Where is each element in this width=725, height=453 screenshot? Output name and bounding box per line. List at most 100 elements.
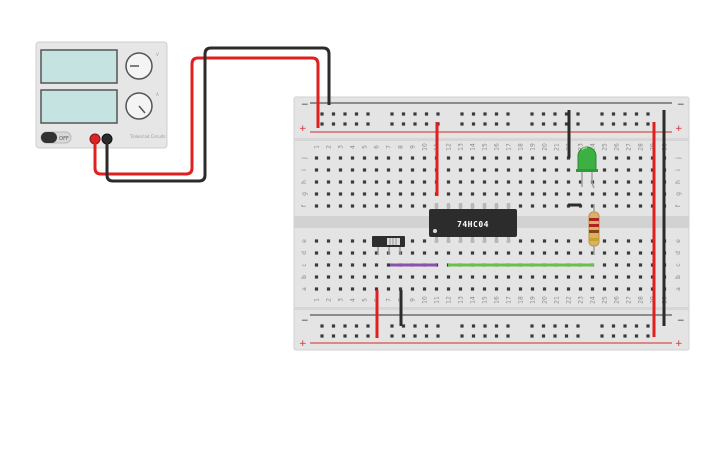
hole-h7[interactable] bbox=[386, 180, 391, 184]
hole-f3[interactable] bbox=[338, 204, 343, 208]
switch-slider[interactable] bbox=[387, 238, 400, 245]
hole-g19[interactable] bbox=[530, 192, 535, 196]
power-switch-knob[interactable] bbox=[41, 132, 57, 143]
hole-b15[interactable] bbox=[482, 275, 487, 279]
hole-i10[interactable] bbox=[422, 168, 427, 172]
hole-e19[interactable] bbox=[530, 239, 535, 243]
hole-h14[interactable] bbox=[470, 180, 475, 184]
rail-hole-bottom-minus[interactable] bbox=[611, 324, 616, 328]
hole-h28[interactable] bbox=[638, 180, 643, 184]
hole-i5[interactable] bbox=[362, 168, 367, 172]
slide-switch[interactable] bbox=[372, 236, 405, 255]
rail-hole-top-minus[interactable] bbox=[576, 112, 580, 116]
rail-hole-top-plus[interactable] bbox=[331, 122, 336, 126]
hole-j10[interactable] bbox=[422, 156, 427, 160]
hole-a27[interactable] bbox=[626, 287, 631, 291]
rail-hole-bottom-minus[interactable] bbox=[623, 324, 627, 328]
hole-g8[interactable] bbox=[398, 192, 403, 196]
hole-a3[interactable] bbox=[338, 287, 343, 291]
ic-74hc04[interactable]: 74HC04 bbox=[429, 203, 517, 243]
hole-j21[interactable] bbox=[554, 156, 559, 160]
hole-j20[interactable] bbox=[542, 156, 547, 160]
hole-h9[interactable] bbox=[410, 180, 415, 184]
rail-hole-top-plus[interactable] bbox=[483, 122, 487, 126]
rail-hole-top-plus[interactable] bbox=[320, 122, 324, 126]
hole-f7[interactable] bbox=[386, 204, 391, 208]
hole-b12[interactable] bbox=[446, 275, 451, 279]
hole-b14[interactable] bbox=[470, 275, 475, 279]
wires[interactable] bbox=[93, 46, 666, 338]
hole-g2[interactable] bbox=[326, 192, 331, 196]
hole-a8[interactable] bbox=[398, 287, 403, 291]
hole-i25[interactable] bbox=[602, 168, 607, 172]
rail-hole-top-plus[interactable] bbox=[460, 122, 464, 126]
rail-hole-top-plus[interactable] bbox=[354, 122, 359, 126]
hole-j16[interactable] bbox=[494, 156, 499, 160]
rail-hole-top-plus[interactable] bbox=[390, 122, 394, 126]
hole-h19[interactable] bbox=[530, 180, 535, 184]
hole-d6[interactable] bbox=[374, 251, 379, 255]
hole-h20[interactable] bbox=[542, 180, 547, 184]
hole-c5[interactable] bbox=[362, 263, 367, 267]
hole-g3[interactable] bbox=[338, 192, 343, 196]
hole-a10[interactable] bbox=[422, 287, 427, 291]
hole-h16[interactable] bbox=[494, 180, 499, 184]
hole-b10[interactable] bbox=[422, 275, 427, 279]
hole-d2[interactable] bbox=[326, 251, 331, 255]
hole-e2[interactable] bbox=[326, 239, 331, 243]
hole-f24[interactable] bbox=[590, 204, 595, 208]
rail-hole-bottom-plus[interactable] bbox=[564, 334, 569, 338]
hole-c28[interactable] bbox=[638, 263, 643, 267]
hole-g6[interactable] bbox=[374, 192, 379, 196]
rail-hole-top-minus[interactable] bbox=[541, 112, 546, 116]
hole-d12[interactable] bbox=[446, 251, 451, 255]
rail-hole-top-minus[interactable] bbox=[331, 112, 336, 116]
resistor[interactable] bbox=[588, 204, 600, 255]
hole-f27[interactable] bbox=[626, 204, 631, 208]
hole-g18[interactable] bbox=[518, 192, 523, 196]
hole-h17[interactable] bbox=[506, 180, 511, 184]
rail-hole-bottom-minus[interactable] bbox=[401, 324, 406, 328]
rail-hole-top-minus[interactable] bbox=[471, 112, 476, 116]
hole-f5[interactable] bbox=[362, 204, 367, 208]
hole-e9[interactable] bbox=[410, 239, 415, 243]
hole-a16[interactable] bbox=[494, 287, 499, 291]
hole-g5[interactable] bbox=[362, 192, 367, 196]
hole-h6[interactable] bbox=[374, 180, 379, 184]
rail-hole-bottom-minus[interactable] bbox=[494, 324, 499, 328]
hole-i6[interactable] bbox=[374, 168, 379, 172]
rail-hole-top-minus[interactable] bbox=[530, 112, 534, 116]
hole-i19[interactable] bbox=[530, 168, 535, 172]
hole-c2[interactable] bbox=[326, 263, 331, 267]
hole-a22[interactable] bbox=[566, 287, 571, 291]
hole-b16[interactable] bbox=[494, 275, 499, 279]
hole-j3[interactable] bbox=[338, 156, 343, 160]
hole-a14[interactable] bbox=[470, 287, 475, 291]
hole-a15[interactable] bbox=[482, 287, 487, 291]
rail-hole-bottom-plus[interactable] bbox=[471, 334, 476, 338]
hole-i22[interactable] bbox=[566, 168, 571, 172]
hole-f18[interactable] bbox=[518, 204, 523, 208]
hole-i14[interactable] bbox=[470, 168, 475, 172]
hole-c6[interactable] bbox=[374, 263, 379, 267]
supply-negative-wire[interactable] bbox=[105, 46, 331, 183]
hole-d27[interactable] bbox=[626, 251, 631, 255]
rail-hole-bottom-plus[interactable] bbox=[483, 334, 487, 338]
rail-hole-bottom-minus[interactable] bbox=[576, 324, 580, 328]
hole-c7[interactable] bbox=[386, 263, 391, 267]
hole-e28[interactable] bbox=[638, 239, 643, 243]
hole-i7[interactable] bbox=[386, 168, 391, 172]
rail-hole-bottom-plus[interactable] bbox=[424, 334, 429, 338]
rail-hole-bottom-minus[interactable] bbox=[320, 324, 324, 328]
hole-e5[interactable] bbox=[362, 239, 367, 243]
hole-g16[interactable] bbox=[494, 192, 499, 196]
rail-hole-top-plus[interactable] bbox=[553, 122, 557, 126]
rail-hole-top-minus[interactable] bbox=[646, 112, 650, 116]
hole-b21[interactable] bbox=[554, 275, 559, 279]
rail-hole-top-minus[interactable] bbox=[553, 112, 557, 116]
hole-d22[interactable] bbox=[566, 251, 571, 255]
rail-hole-top-minus[interactable] bbox=[483, 112, 487, 116]
rail-hole-bottom-minus[interactable] bbox=[553, 324, 557, 328]
hole-g14[interactable] bbox=[470, 192, 475, 196]
hole-d16[interactable] bbox=[494, 251, 499, 255]
